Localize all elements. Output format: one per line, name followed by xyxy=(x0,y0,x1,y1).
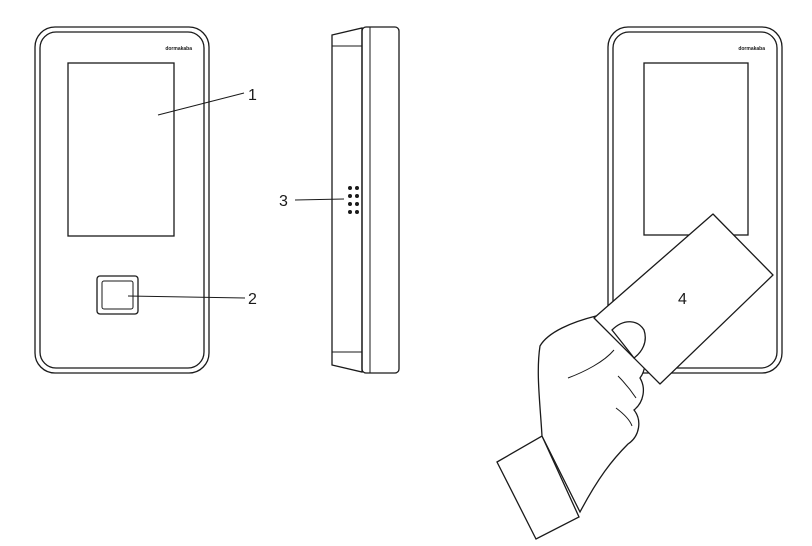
side-body xyxy=(361,26,400,374)
callout-3: 3 xyxy=(279,193,288,210)
terminal-inner-frame-right xyxy=(612,31,778,369)
thumb xyxy=(611,321,646,359)
callout-2: 2 xyxy=(248,291,257,308)
speaker-grille-icon xyxy=(348,186,359,214)
terminal-outer-frame-right xyxy=(607,26,783,374)
callout-2-leader xyxy=(127,295,246,299)
callout-4: 4 xyxy=(678,291,687,308)
callout-1-leader xyxy=(157,92,245,116)
fingerprint-reader-icon xyxy=(96,275,139,315)
terminal-outer-frame xyxy=(34,26,210,374)
touch-display-right xyxy=(643,62,749,236)
terminal-front-view: dormakaba xyxy=(34,26,210,374)
touch-display xyxy=(67,62,175,237)
side-wall-mount xyxy=(331,27,363,373)
callout-3-leader xyxy=(294,198,345,201)
brand-logo-right: dormakaba xyxy=(738,46,765,52)
sleeve-cuff xyxy=(496,435,580,540)
brand-logo-front: dormakaba xyxy=(165,46,192,52)
terminal-side-view xyxy=(331,26,400,374)
terminal-inner-frame xyxy=(39,31,205,369)
hand-icon xyxy=(496,315,646,540)
callout-1: 1 xyxy=(248,87,257,104)
terminal-front-view-usage: dormakaba xyxy=(607,26,783,374)
